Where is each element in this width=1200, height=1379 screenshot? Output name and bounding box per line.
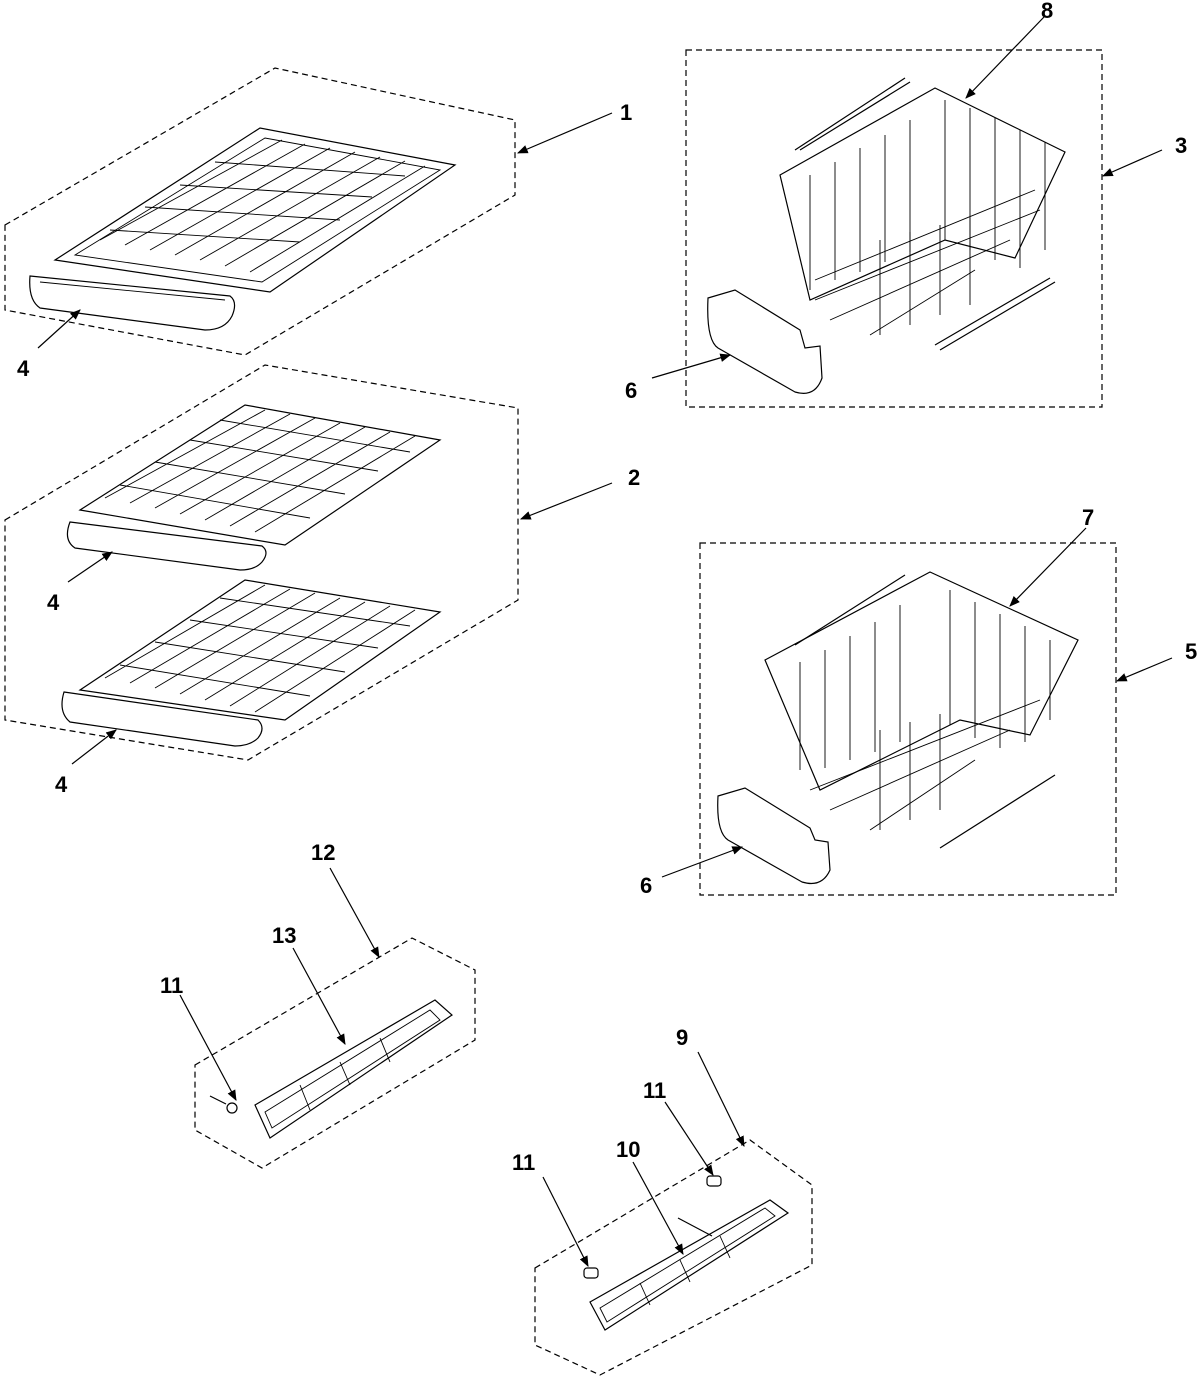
callout-13: 13 [272,923,296,948]
callout-12: 12 [311,840,335,865]
leader-3 [1102,149,1163,177]
leader-4a [37,309,81,349]
assembly-boundary-3 [685,49,1103,408]
callout-10: 10 [616,1137,640,1162]
screw-11-center [583,1267,599,1279]
callout-8: 8 [1041,0,1053,23]
callout-4a: 4 [17,356,30,381]
leader-5 [1116,657,1173,682]
callout-4c: 4 [55,772,68,797]
leader-1 [517,112,613,154]
wire-shelf-1 [53,127,457,293]
leader-10 [632,1161,684,1255]
callout-2: 2 [628,465,640,490]
callout-6a: 6 [625,378,637,403]
leader-6a [651,353,732,379]
rail-assembly-9 [534,1139,813,1376]
assembly-boundary-12 [194,937,476,1169]
leader-11c [664,1101,714,1176]
basket-front-trim-lower [717,787,831,885]
callout-3: 3 [1175,133,1187,158]
rail-assembly-12 [194,937,476,1169]
slide-rail-10 [589,1199,790,1331]
shelf-trim-2-lower [61,691,263,747]
callout-4b: 4 [47,590,60,615]
callout-1: 1 [620,100,632,125]
callout-labels: 1 2 3 4 4 4 5 6 6 7 8 9 10 11 11 11 12 1… [17,0,1197,1175]
leader-2 [519,482,613,520]
callout-11b: 11 [512,1150,535,1175]
wire-basket-upper [779,77,1066,351]
leader-9 [697,1051,745,1147]
callout-6b: 6 [640,873,652,898]
shelf-assembly-1 [4,67,516,356]
callout-11c: 11 [643,1078,666,1103]
wire-shelf-2-lower [78,579,442,721]
assembly-boundary-9 [534,1139,813,1376]
wire-basket-lower [764,571,1079,849]
leader-11b [542,1176,589,1267]
assembly-boundary-5 [699,542,1117,896]
shelf-trim-1 [29,275,236,331]
slide-rail-13 [254,999,453,1139]
screw-11-right [677,1175,722,1237]
basket-assembly-5 [699,542,1117,896]
wire-shelf-2-upper [78,404,442,546]
callout-11a: 11 [160,973,183,998]
shelf-assembly-2 [4,364,519,761]
leader-8 [965,16,1045,99]
leader-7 [1009,527,1087,607]
leader-4c [71,729,117,765]
leader-13 [292,947,346,1045]
basket-assembly-3 [685,49,1103,408]
basket-front-trim-upper [707,289,823,394]
leader-6b [661,846,744,878]
screw-11-left [209,1095,238,1114]
callout-9: 9 [676,1025,688,1050]
leader-lines [37,16,1173,1267]
callout-5: 5 [1185,639,1197,664]
assembly-boundary-2 [4,364,519,761]
shelf-trim-2-upper [66,521,267,571]
leader-11a [179,994,237,1101]
leader-12 [329,867,380,958]
leader-4b [67,551,113,583]
assembly-boundary-1 [4,67,516,356]
callout-7: 7 [1082,505,1094,530]
